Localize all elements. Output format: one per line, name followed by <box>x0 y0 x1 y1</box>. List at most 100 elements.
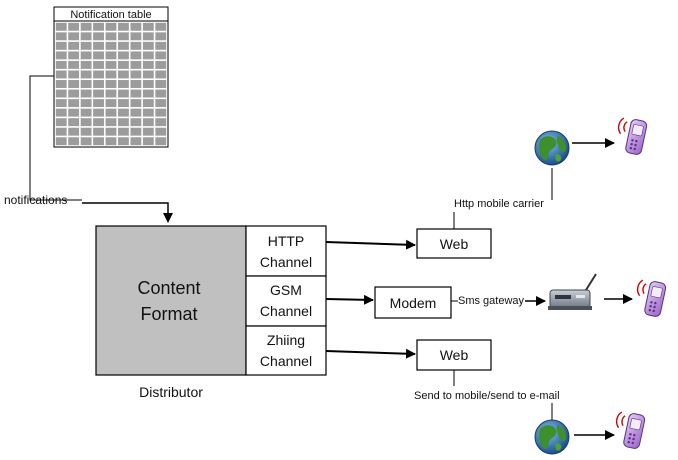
table-cell <box>130 99 142 108</box>
table-cell <box>155 137 167 146</box>
table-cell <box>142 51 154 60</box>
table-cell <box>118 108 129 117</box>
table-cell <box>68 127 80 136</box>
table-cell <box>118 41 129 50</box>
channel-http-line2: Channel <box>260 254 312 270</box>
table-cell <box>130 137 142 146</box>
table-cell <box>55 60 67 69</box>
table-cell <box>142 32 154 41</box>
http-mobile-carrier-label: Http mobile carrier <box>454 198 544 210</box>
table-cell <box>68 32 80 41</box>
notifications-arrow <box>82 202 173 223</box>
table-cell <box>93 118 104 127</box>
table-cell <box>118 80 129 88</box>
channel-gsm-line1: GSM <box>270 282 302 298</box>
table-cell <box>80 118 92 127</box>
modem-label: Modem <box>390 295 437 311</box>
table-cell <box>55 137 67 146</box>
mobile-phone-icon <box>631 277 668 319</box>
table-cell <box>142 89 154 98</box>
table-cell <box>130 41 142 50</box>
table-cell <box>68 22 80 31</box>
table-cell <box>105 118 117 127</box>
table-cell <box>155 80 167 88</box>
table-cell <box>55 80 67 88</box>
table-cell <box>155 51 167 60</box>
table-cell <box>118 51 129 60</box>
table-cell <box>155 108 167 117</box>
table-cell <box>80 89 92 98</box>
table-cell <box>142 80 154 88</box>
notifications-connector <box>29 75 82 201</box>
channel-http: HTTP Channel <box>245 225 327 277</box>
table-cell <box>130 32 142 41</box>
table-cell <box>155 127 167 136</box>
table-cell <box>55 99 67 108</box>
table-cell <box>118 70 129 79</box>
table-cell <box>142 108 154 117</box>
table-cell <box>130 22 142 31</box>
table-cell <box>118 137 129 146</box>
table-cell <box>155 70 167 79</box>
web-bottom-box: Web <box>416 339 492 371</box>
table-cell <box>118 99 129 108</box>
table-cell <box>118 89 129 98</box>
table-cell <box>155 89 167 98</box>
table-cell <box>105 41 117 50</box>
send-to-mobile-label: Send to mobile/send to e-mail <box>414 390 560 402</box>
table-cell <box>130 80 142 88</box>
web-top-label: Web <box>440 236 469 252</box>
table-cell <box>68 118 80 127</box>
table-cell <box>80 137 92 146</box>
table-cell <box>105 51 117 60</box>
table-cell <box>130 70 142 79</box>
table-cell <box>93 32 104 41</box>
table-cell <box>155 118 167 127</box>
table-cell <box>105 60 117 69</box>
table-cell <box>130 51 142 60</box>
table-cell <box>130 108 142 117</box>
table-cell <box>142 41 154 50</box>
table-cell <box>80 51 92 60</box>
sms-gateway-label: Sms gateway <box>458 295 525 307</box>
table-cell <box>93 99 104 108</box>
table-cell <box>80 70 92 79</box>
modem-box: Modem <box>374 286 452 319</box>
notification-table: Notification table <box>53 6 169 148</box>
table-cell <box>93 80 104 88</box>
table-cell <box>105 137 117 146</box>
table-cell <box>93 22 104 31</box>
globe-icon <box>534 130 570 166</box>
table-cells <box>55 22 167 146</box>
mobile-phone-icon <box>610 409 647 451</box>
table-cell <box>142 60 154 69</box>
table-cell <box>55 32 67 41</box>
table-cell <box>155 60 167 69</box>
table-cell <box>68 41 80 50</box>
table-cell <box>55 127 67 136</box>
table-cell <box>130 89 142 98</box>
table-cell <box>55 41 67 50</box>
table-cell <box>93 70 104 79</box>
table-cell <box>105 89 117 98</box>
gsm-to-modem-arrow <box>325 294 374 305</box>
table-cell <box>80 99 92 108</box>
table-cell <box>55 51 67 60</box>
table-cell <box>118 118 129 127</box>
channel-http-line1: HTTP <box>268 233 305 249</box>
table-cell <box>80 41 92 50</box>
table-cell <box>68 51 80 60</box>
table-cell <box>93 127 104 136</box>
table-cell <box>105 32 117 41</box>
table-cell <box>118 22 129 31</box>
table-cell <box>105 80 117 88</box>
table-cell <box>93 60 104 69</box>
content-format-box: Content Format <box>95 225 247 376</box>
table-cell <box>155 22 167 31</box>
table-cell <box>142 127 154 136</box>
channel-zhiing: Zhiing Channel <box>245 325 327 376</box>
web-top-box: Web <box>416 228 492 259</box>
table-cell <box>142 99 154 108</box>
table-cell <box>80 22 92 31</box>
